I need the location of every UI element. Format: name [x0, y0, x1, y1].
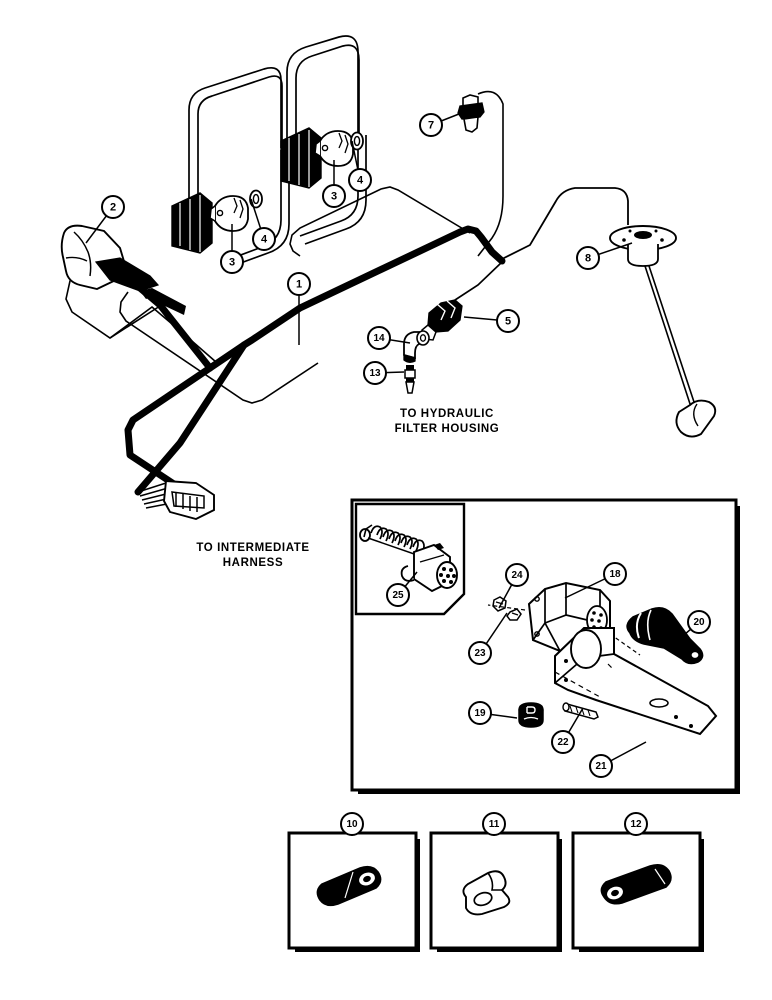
- callout-3a-bubble: [220, 250, 244, 274]
- cable-clamp-long: [600, 864, 672, 905]
- clip-box-12: [571, 831, 704, 952]
- callout-3b-label: 3: [331, 191, 337, 203]
- callout-4b-label: 4: [357, 175, 364, 187]
- cable-clamp-small: [462, 870, 511, 916]
- callout-20-label: 20: [693, 617, 705, 628]
- callout-18-label: 18: [609, 569, 621, 580]
- callout-23-bubble: [468, 641, 492, 665]
- callout-11: 11: [482, 812, 506, 836]
- callout-2: 2: [85, 195, 125, 244]
- note-intermediate-line2: HARNESS: [223, 557, 283, 569]
- callout-11-bubble: [482, 812, 506, 836]
- note-intermediate: TO INTERMEDIATE HARNESS: [196, 542, 309, 569]
- callout-23-label: 23: [474, 648, 486, 659]
- callout-24: 24: [498, 563, 529, 609]
- callout-14-label: 14: [373, 333, 385, 344]
- upper-wire-loops: [188, 35, 367, 269]
- callout-13-bubble: [363, 361, 387, 385]
- callout-23: 23: [468, 612, 508, 665]
- callout-3b: 3: [322, 160, 346, 208]
- ribbon-connector-left: [171, 192, 213, 254]
- coiled-cord-plug: [359, 524, 458, 593]
- mounting-bracket: [554, 627, 718, 736]
- callout-21-bubble: [589, 754, 613, 778]
- callout-21: 21: [589, 741, 647, 778]
- callout-12-bubble: [624, 812, 648, 836]
- ribbon-connector-right: [280, 127, 322, 189]
- callout-8: 8: [576, 242, 633, 270]
- callout-13-label: 13: [369, 368, 381, 379]
- callout-21-label: 21: [595, 761, 607, 772]
- callout-5-bubble: [496, 309, 520, 333]
- callout-20: 20: [668, 610, 711, 649]
- callout-2-bubble: [101, 195, 125, 219]
- callout-22-bubble: [551, 730, 575, 754]
- note-intermediate-line1: TO INTERMEDIATE: [196, 542, 309, 554]
- callout-3b-bubble: [322, 184, 346, 208]
- callout-8-bubble: [576, 246, 600, 270]
- callout-5: 5: [463, 309, 520, 333]
- callout-19-bubble: [468, 701, 492, 725]
- callout-19-label: 19: [474, 708, 486, 719]
- callout-25-label: 25: [392, 590, 404, 601]
- note-hydraulic-line1: TO HYDRAULIC: [400, 408, 494, 420]
- sender-plug-lower: [209, 195, 249, 232]
- callout-19: 19: [468, 701, 518, 725]
- callout-3a-label: 3: [229, 257, 235, 269]
- callout-4a: 4: [250, 198, 276, 251]
- callout-12-label: 12: [630, 819, 642, 830]
- callout-14: 14: [367, 326, 411, 350]
- fuse-element: [404, 365, 416, 394]
- note-hydraulic-line2: FILTER HOUSING: [395, 423, 500, 435]
- cable-clamp-wide: [316, 865, 382, 907]
- callout-24-bubble: [505, 563, 529, 587]
- callout-18-bubble: [603, 562, 627, 586]
- callout-13: 13: [363, 361, 405, 385]
- callout-7-label: 7: [428, 120, 434, 132]
- callout-7-bubble: [419, 113, 443, 137]
- main-harness-trunk: [108, 225, 506, 496]
- sealing-washer-lower: [249, 189, 263, 209]
- callout-1-label: 1: [296, 279, 302, 291]
- grommet-cap: [518, 702, 544, 728]
- callout-22: 22: [551, 707, 584, 754]
- fuel-level-sender-unit: [501, 187, 717, 438]
- dust-cover-boot: [626, 607, 704, 665]
- sealing-washer-upper: [350, 131, 364, 151]
- boot-connector-assembly: [60, 224, 186, 315]
- callout-25-bubble: [386, 583, 410, 607]
- note-label-layer: TO HYDRAULIC FILTER HOUSING TO INTERMEDIAT…: [196, 408, 500, 569]
- callout-12: 12: [624, 812, 648, 836]
- callout-24-label: 24: [511, 570, 523, 581]
- callout-8-label: 8: [585, 253, 591, 265]
- callout-2-label: 2: [110, 202, 116, 214]
- callout-22-label: 22: [557, 737, 569, 748]
- callout-4b-bubble: [348, 168, 372, 192]
- callout-10-bubble: [340, 812, 364, 836]
- callout-5-label: 5: [505, 316, 511, 328]
- callout-3a: 3: [220, 224, 244, 274]
- harness-board-outline: [119, 186, 471, 404]
- callout-11-label: 11: [489, 819, 500, 830]
- callout-14-bubble: [367, 326, 391, 350]
- callout-20-bubble: [687, 610, 711, 634]
- callout-4b: 4: [348, 140, 372, 192]
- callout-4a-label: 4: [261, 234, 268, 246]
- callout-7: 7: [419, 111, 465, 137]
- callout-1-bubble: [287, 272, 311, 296]
- pressure-switch: [421, 261, 503, 341]
- intermediate-harness-plug: [137, 479, 215, 521]
- callout-18: 18: [564, 562, 627, 599]
- callout-10: 10: [340, 812, 364, 836]
- sender-plug-upper: [314, 130, 354, 167]
- temperature-sender: [457, 90, 504, 257]
- callout-4a-bubble: [252, 227, 276, 251]
- callout-25: 25: [386, 571, 418, 607]
- callout-10-label: 10: [346, 819, 358, 830]
- callout-1: 1: [287, 272, 311, 345]
- elbow-fitting: [403, 330, 430, 363]
- note-hydraulic: TO HYDRAULIC FILTER HOUSING: [395, 408, 500, 435]
